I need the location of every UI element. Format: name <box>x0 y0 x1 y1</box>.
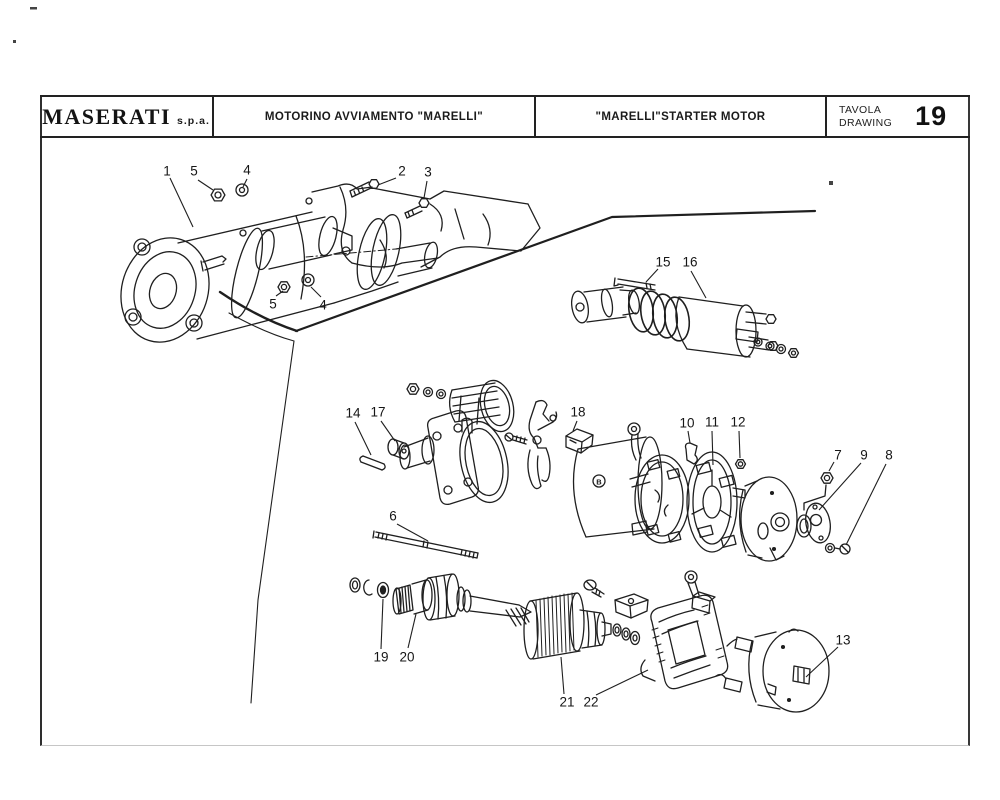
callout-leader-21 <box>560 656 565 695</box>
callout-label-14: 14 <box>345 406 361 421</box>
callout-label-5: 5 <box>269 297 277 312</box>
callout-leader-15 <box>645 268 659 283</box>
callout-label-17: 17 <box>370 405 385 420</box>
yoke-group <box>572 422 663 538</box>
callout-label-21: 21 <box>559 695 574 710</box>
callout-leader-9 <box>818 462 862 511</box>
callout-label-9: 9 <box>860 448 868 463</box>
title-english: "MARELLI"STARTER MOTOR <box>536 97 827 136</box>
drive-end-housing-group <box>359 379 594 506</box>
brand-cell: MASERATI s.p.a. <box>40 97 214 136</box>
plate-number: 19 <box>915 101 948 131</box>
plate-label-en: DRAWING <box>839 116 893 129</box>
armature-group <box>523 579 649 660</box>
callout-label-1: 1 <box>163 164 171 179</box>
callout-label-6: 6 <box>389 509 397 524</box>
separator-lines <box>218 209 817 704</box>
callout-leader-12 <box>738 430 741 459</box>
plate-label: TAVOLA DRAWING <box>839 104 892 129</box>
callout-label-4: 4 <box>243 163 251 178</box>
callout-label-7: 7 <box>834 448 842 463</box>
callout-label-22: 22 <box>583 695 598 710</box>
scan-specks <box>13 7 833 185</box>
page-frame <box>40 95 970 746</box>
pinion-drive-group <box>349 573 532 627</box>
callout-label-11: 11 <box>705 415 719 430</box>
title-italian: MOTORINO AVVIAMENTO "MARELLI" <box>214 97 536 136</box>
callout-leader-11 <box>711 430 714 466</box>
part-marking-B: B <box>596 478 602 487</box>
engine-bracket-view <box>305 183 541 269</box>
callout-label-4: 4 <box>319 298 327 313</box>
tie-rod <box>372 530 479 559</box>
callout-label-16: 16 <box>682 255 697 270</box>
callout-leader-7 <box>828 461 835 472</box>
callout-leader-6 <box>396 523 429 542</box>
callout-leader-5 <box>197 179 214 191</box>
field-coil-group <box>640 570 754 693</box>
callout-label-18: 18 <box>570 405 585 420</box>
plate-label-it: TAVOLA <box>839 103 882 116</box>
callout-label-12: 12 <box>730 415 745 430</box>
callout-leader-8 <box>845 463 887 546</box>
callout-label-5: 5 <box>190 164 198 179</box>
brand-name: MASERATI <box>42 103 172 129</box>
callout-leader-16 <box>690 270 707 299</box>
callout-leader-22 <box>595 669 649 696</box>
brush-plate-group <box>629 442 747 553</box>
end-cap-group <box>739 472 851 562</box>
mounting-fasteners <box>210 179 430 293</box>
callout-leader-18 <box>572 420 578 432</box>
callout-leader-2 <box>377 177 397 186</box>
plate-cell: TAVOLA DRAWING 19 <box>827 97 970 136</box>
callout-label-13: 13 <box>835 633 850 648</box>
brand-suffix: s.p.a. <box>177 114 210 127</box>
callout-leader-4 <box>242 178 248 188</box>
end-drum-group <box>748 628 830 713</box>
callout-label-20: 20 <box>399 650 414 665</box>
callout-leader-20 <box>407 613 417 649</box>
callout-label-15: 15 <box>655 255 670 270</box>
callout-label-19: 19 <box>373 650 388 665</box>
solenoid-group <box>570 277 800 358</box>
callout-leader-13 <box>805 646 839 678</box>
callout-leader-1 <box>169 177 194 228</box>
callout-leader-17 <box>380 420 396 442</box>
assembled-starter-view <box>120 211 439 343</box>
callout-label-3: 3 <box>424 165 432 180</box>
callout-leader-19 <box>380 598 384 650</box>
callout-leader-3 <box>423 180 428 199</box>
callout-leader-10 <box>687 430 691 444</box>
callout-leader-5 <box>275 290 284 297</box>
callout-leader-4 <box>310 286 322 298</box>
callout-label-2: 2 <box>398 164 406 179</box>
title-block: MASERATI s.p.a. MOTORINO AVVIAMENTO "MAR… <box>40 95 970 138</box>
callout-leader-14 <box>354 421 372 456</box>
callout-label-8: 8 <box>885 448 893 463</box>
callout-label-10: 10 <box>679 416 694 431</box>
